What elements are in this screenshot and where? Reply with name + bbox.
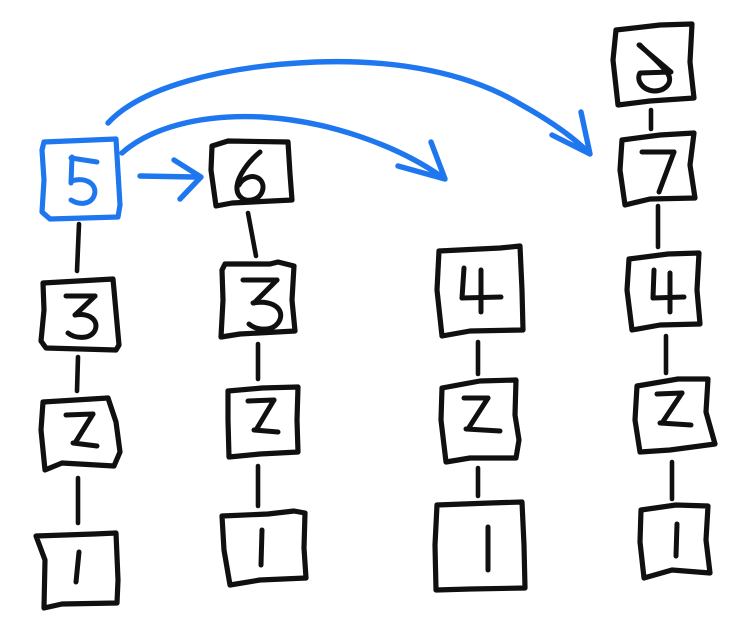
arrow-head: [171, 157, 204, 202]
arrow-head: [549, 109, 593, 157]
column-4: [610, 21, 718, 581]
node-col4-7[interactable]: [617, 130, 698, 208]
node-box-outline: [624, 250, 703, 333]
node-box-outline: [38, 395, 123, 473]
column-1: [33, 136, 123, 611]
node-col4-4[interactable]: [624, 250, 703, 333]
node-box-outline: [38, 276, 122, 353]
node-col4-8[interactable]: [610, 21, 697, 108]
node-box-outline: [438, 377, 522, 465]
link-col1-3-to-2: [74, 354, 81, 394]
node-label-7: [639, 149, 677, 195]
node-label-3: [63, 293, 99, 340]
arrow-group: [105, 58, 593, 202]
node-col1-5[interactable]: [39, 136, 123, 222]
node-label-1: [73, 549, 82, 585]
arrow-5-to-column4[interactable]: [105, 58, 593, 157]
node-col2-3[interactable]: [218, 259, 298, 340]
node-box-outline: [219, 508, 309, 588]
node-col2-2[interactable]: [225, 384, 301, 460]
node-col2-1[interactable]: [219, 508, 309, 588]
node-box-outline: [39, 136, 123, 222]
node-col3-1[interactable]: [432, 499, 528, 593]
node-box-outline: [225, 384, 301, 460]
node-col1-1[interactable]: [33, 530, 121, 611]
arrow-head: [395, 139, 448, 182]
node-box-outline: [218, 259, 298, 340]
column-2: [208, 138, 309, 588]
node-label-2: [245, 397, 281, 435]
column-3: [432, 243, 528, 593]
arrow-shaft: [119, 113, 445, 180]
node-box-outline: [33, 530, 121, 611]
node-label-8: [636, 42, 674, 94]
node-box-outline: [632, 376, 718, 455]
node-label-3: [240, 277, 284, 332]
node-label-5: [68, 154, 100, 206]
node-label-2: [654, 390, 694, 428]
node-label-1: [673, 521, 680, 559]
node-col1-3[interactable]: [38, 276, 122, 353]
node-box-outline: [432, 499, 528, 593]
node-box-outline: [434, 243, 526, 339]
arrow-5-to-6[interactable]: [137, 157, 204, 202]
node-box-outline: [637, 502, 713, 581]
node-label-2: [63, 411, 100, 449]
node-label-4: [650, 267, 687, 315]
node-col3-2[interactable]: [438, 377, 522, 465]
node-col4-2[interactable]: [632, 376, 718, 455]
node-label-1: [258, 527, 265, 568]
link-col2-6-to-3: [245, 210, 259, 259]
arrow-5-to-column3[interactable]: [119, 113, 448, 182]
node-label-6: [234, 149, 266, 203]
arrow-shaft: [105, 58, 591, 155]
node-col1-2[interactable]: [38, 395, 123, 473]
node-box-outline: [617, 130, 698, 208]
arrow-shaft: [137, 173, 197, 180]
node-label-2: [461, 395, 503, 434]
node-label-4: [459, 265, 504, 315]
node-col4-1[interactable]: [637, 502, 713, 581]
node-box-outline: [208, 138, 295, 209]
link-col1-5-to-3: [74, 221, 82, 274]
node-box-outline: [610, 21, 697, 108]
node-col3-4[interactable]: [434, 243, 526, 339]
node-col2-6[interactable]: [208, 138, 295, 209]
